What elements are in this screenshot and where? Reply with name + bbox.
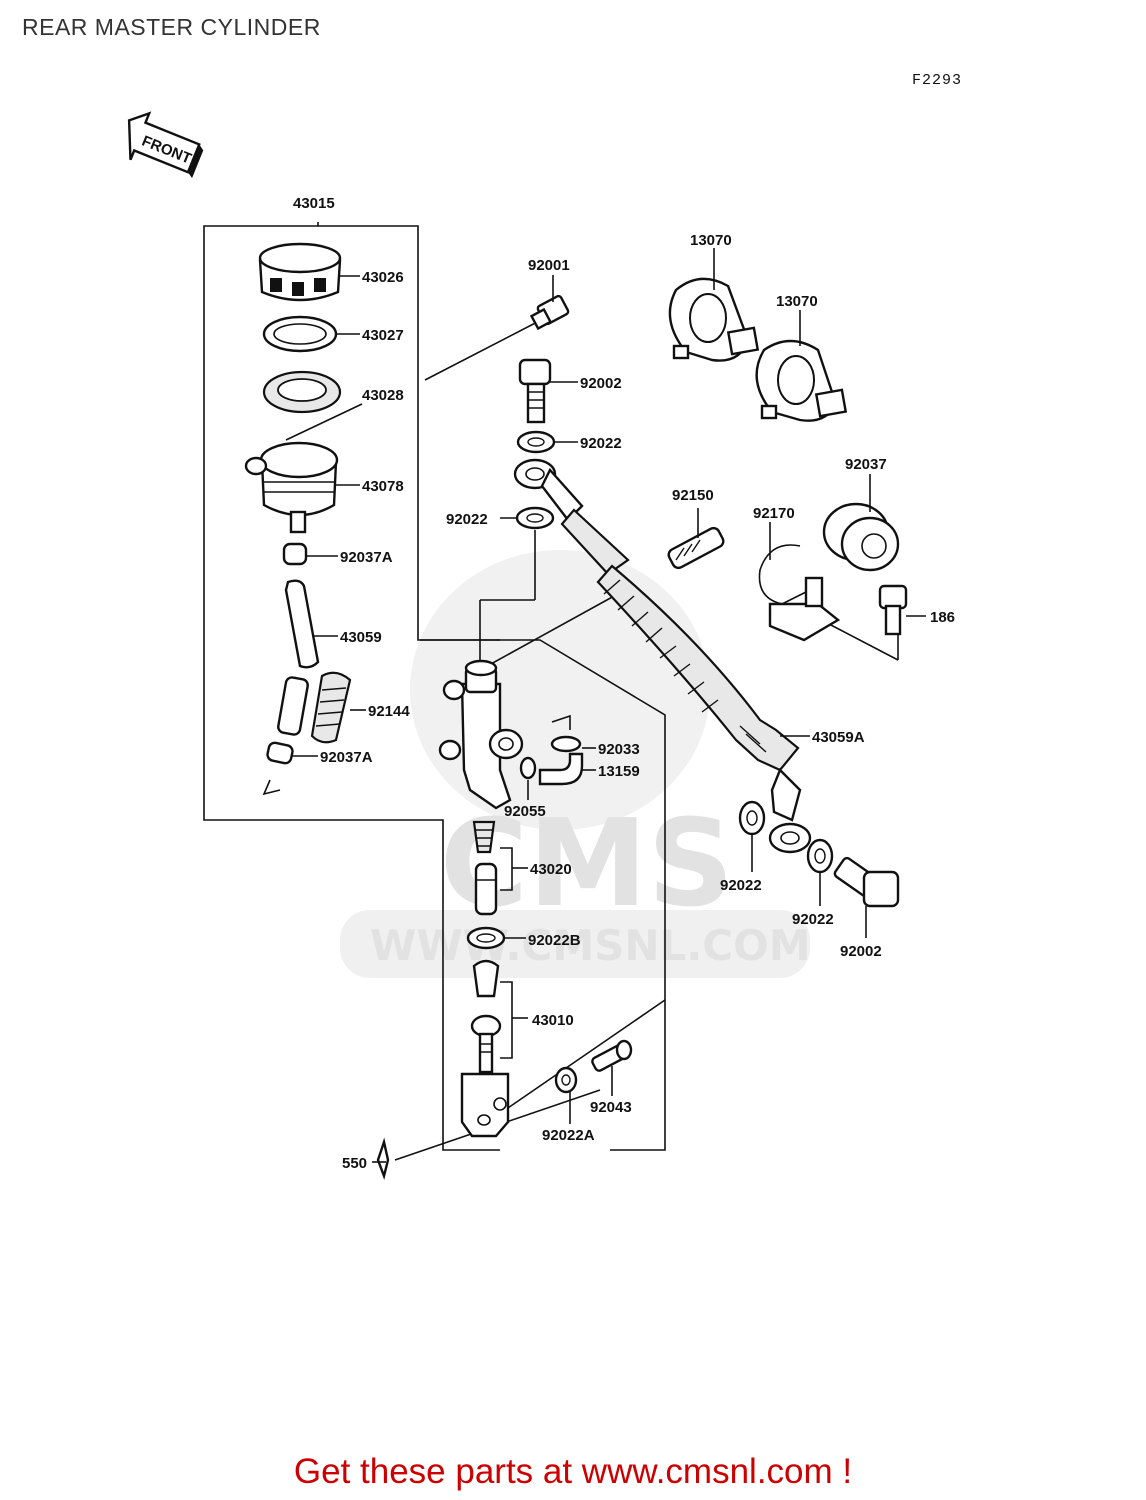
banjo-bolt-92002-bottom bbox=[833, 856, 900, 908]
part-number-labels: 43015 43026 43027 43028 43078 92037A 430… bbox=[293, 195, 955, 1172]
pushrod-43010 bbox=[470, 959, 502, 1074]
clamp-13070-a bbox=[668, 277, 760, 362]
piston-43020 bbox=[472, 820, 498, 916]
diagram-code: F2293 bbox=[912, 72, 963, 89]
label-92037: 92037 bbox=[845, 456, 887, 473]
label-leaders bbox=[292, 248, 926, 1163]
cotter-pin-550 bbox=[376, 1137, 390, 1181]
label-92022-mid: 92022 bbox=[720, 877, 762, 894]
pin-92043 bbox=[591, 1039, 633, 1072]
oring-92055 bbox=[519, 756, 537, 780]
spring-clip-92170 bbox=[758, 544, 841, 642]
cap-43026 bbox=[258, 242, 342, 302]
guard-92144 bbox=[277, 671, 352, 744]
assembly-bracket-right bbox=[420, 639, 666, 1151]
label-92150: 92150 bbox=[672, 487, 714, 504]
banjo-bolt-92002-top bbox=[518, 358, 552, 424]
label-92022B: 92022B bbox=[528, 932, 581, 949]
label-43027: 43027 bbox=[362, 327, 404, 344]
label-92144: 92144 bbox=[368, 703, 410, 720]
clamp-92037A-top bbox=[282, 542, 308, 566]
label-92037A-top: 92037A bbox=[340, 549, 393, 566]
label-92022-right: 92022 bbox=[792, 911, 834, 928]
label-92001: 92001 bbox=[528, 257, 570, 274]
bolt-186 bbox=[878, 584, 908, 636]
label-92002-bottom: 92002 bbox=[840, 943, 882, 960]
label-186: 186 bbox=[930, 609, 955, 626]
brake-hose-43059A bbox=[513, 458, 812, 854]
washer-92022-top bbox=[516, 430, 556, 454]
label-92022A: 92022A bbox=[542, 1127, 595, 1144]
clevis bbox=[460, 1072, 510, 1138]
label-92037A-bottom: 92037A bbox=[320, 749, 373, 766]
footer-cmsnl-link[interactable]: Get these parts at www.cmsnl.com ! bbox=[293, 1452, 853, 1491]
clamp-92037A-bottom bbox=[262, 741, 294, 796]
washer-92022-mid bbox=[738, 800, 766, 836]
bolt-92001 bbox=[529, 294, 570, 331]
washer-92022-left bbox=[515, 506, 555, 530]
reservoir-43078 bbox=[244, 441, 339, 534]
label-92033: 92033 bbox=[598, 741, 640, 758]
washer-92033 bbox=[550, 714, 582, 753]
label-92002-top: 92002 bbox=[580, 375, 622, 392]
label-13070-b: 13070 bbox=[776, 293, 818, 310]
clamp-13070-b bbox=[755, 339, 848, 422]
label-13070-a: 13070 bbox=[690, 232, 732, 249]
label-43020: 43020 bbox=[530, 861, 572, 878]
washer-92022A bbox=[554, 1066, 578, 1094]
watermark-url-text: WWW.CMSNL.COM bbox=[370, 921, 811, 970]
label-43015: 43015 bbox=[293, 195, 335, 212]
master-cylinder-body bbox=[438, 659, 524, 810]
label-92055: 92055 bbox=[504, 803, 546, 820]
circlip-92022B bbox=[466, 926, 506, 950]
plate-43027 bbox=[262, 315, 338, 353]
label-92043: 92043 bbox=[590, 1099, 632, 1116]
exploded-parts-diagram: CMS WWW.CMSNL.COM FRONT bbox=[127, 111, 955, 1181]
front-arrow: FRONT bbox=[127, 111, 204, 179]
grommet-92037 bbox=[822, 502, 900, 572]
label-92022-left: 92022 bbox=[446, 511, 488, 528]
label-550: 550 bbox=[342, 1155, 367, 1172]
label-43078: 43078 bbox=[362, 478, 404, 495]
label-43026: 43026 bbox=[362, 269, 404, 286]
washer-92022-right bbox=[806, 838, 834, 874]
label-43059A: 43059A bbox=[812, 729, 865, 746]
bolt-92150 bbox=[667, 526, 725, 570]
hose-43059 bbox=[284, 579, 320, 669]
page-title: REAR MASTER CYLINDER bbox=[22, 14, 321, 40]
label-43059: 43059 bbox=[340, 629, 382, 646]
label-13159: 13159 bbox=[598, 763, 640, 780]
diaphragm-43028 bbox=[262, 370, 342, 414]
label-92170: 92170 bbox=[753, 505, 795, 522]
label-43010: 43010 bbox=[532, 1012, 574, 1029]
label-92022-top: 92022 bbox=[580, 435, 622, 452]
fitting-13159 bbox=[538, 752, 584, 786]
label-43028: 43028 bbox=[362, 387, 404, 404]
